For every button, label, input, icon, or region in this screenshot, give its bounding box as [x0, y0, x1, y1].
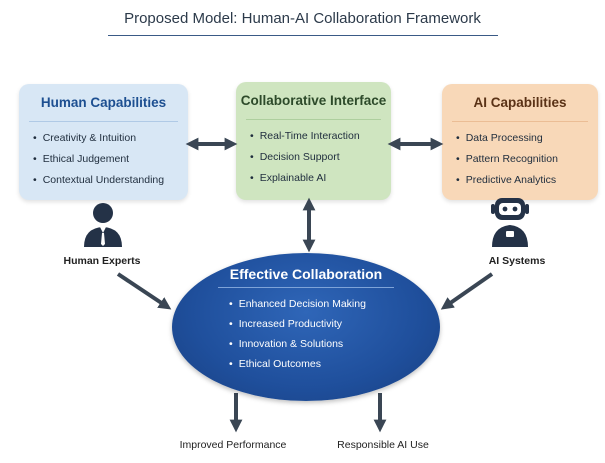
list-item: Enhanced Decision Making: [229, 294, 366, 314]
collaborative-interface-card: Collaborative Interface Real-Time Intera…: [236, 82, 391, 200]
outcome-improved-performance: Improved Performance: [179, 439, 287, 451]
divider: [452, 121, 588, 122]
robot-icon: [491, 198, 529, 247]
list-item: Contextual Understanding: [33, 170, 188, 191]
outcome-responsible-ai-use: Responsible AI Use: [337, 439, 429, 451]
arrow-human-to-collaboration: [116, 272, 172, 310]
human-capabilities-card: Human Capabilities Creativity & Intuitio…: [19, 84, 188, 200]
ai-capabilities-title: AI Capabilities: [473, 95, 567, 110]
list-item: Creativity & Intuition: [33, 128, 188, 149]
title-underline: [108, 35, 498, 36]
arrow-ai-to-collaboration: [440, 272, 494, 310]
list-item: Data Processing: [456, 128, 598, 149]
human-capabilities-list: Creativity & Intuition Ethical Judgement…: [19, 128, 188, 191]
human-capabilities-title: Human Capabilities: [40, 95, 167, 110]
ai-capabilities-card: AI Capabilities Data Processing Pattern …: [442, 84, 598, 200]
list-item: Ethical Judgement: [33, 149, 188, 170]
list-item: Innovation & Solutions: [229, 334, 366, 354]
collaborative-interface-list: Real-Time Interaction Decision Support E…: [236, 126, 391, 189]
divider: [218, 287, 394, 288]
ai-capabilities-list: Data Processing Pattern Recognition Pred…: [442, 128, 598, 191]
list-item: Decision Support: [250, 147, 391, 168]
list-item: Real-Time Interaction: [250, 126, 391, 147]
ai-systems-label: AI Systems: [488, 255, 546, 267]
list-item: Predictive Analytics: [456, 170, 598, 191]
list-item: Explainable AI: [250, 168, 391, 189]
human-experts-label: Human Experts: [63, 255, 141, 267]
list-item: Pattern Recognition: [456, 149, 598, 170]
page-title: Proposed Model: Human-AI Collaboration F…: [124, 10, 481, 27]
human-expert-icon: [84, 203, 122, 247]
divider: [246, 119, 381, 120]
effective-collaboration-title: Effective Collaboration: [229, 266, 383, 282]
list-item: Increased Productivity: [229, 314, 366, 334]
collaborative-interface-title: Collaborative Interface: [240, 93, 387, 108]
effective-collaboration-list: Enhanced Decision Making Increased Produ…: [229, 294, 366, 374]
divider: [29, 121, 178, 122]
list-item: Ethical Outcomes: [229, 354, 366, 374]
effective-collaboration-ellipse: Effective Collaboration Enhanced Decisio…: [172, 253, 440, 401]
